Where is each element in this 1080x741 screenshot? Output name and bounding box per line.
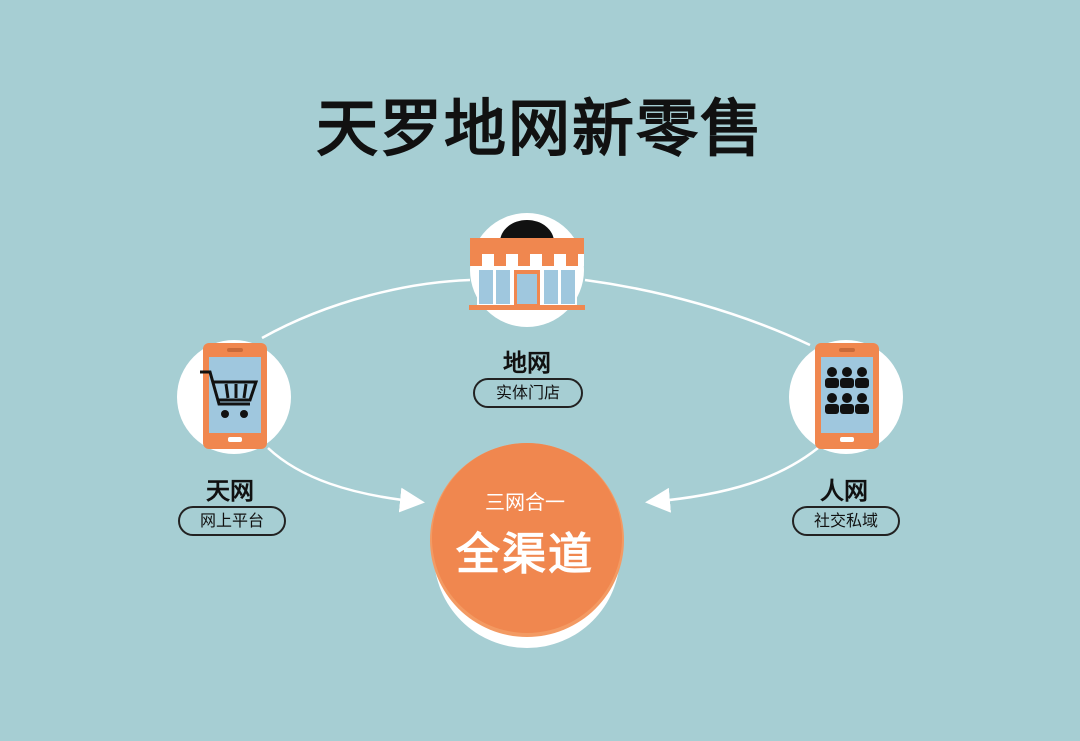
node-diwang-icon: [469, 213, 585, 327]
node-right-tag: 社交私域: [792, 506, 900, 536]
people-icon: [825, 367, 869, 414]
node-renwang-icon: [789, 340, 903, 454]
node-left-title: 天网: [206, 477, 254, 505]
center-subtitle: 三网合一: [485, 490, 565, 514]
node-top-tag: 实体门店: [473, 378, 583, 408]
shopping-cart-icon: [200, 370, 259, 406]
node-right-title: 人网: [820, 477, 868, 505]
connector-left-top: [261, 278, 471, 340]
awning-stripes: [470, 254, 584, 266]
page-title: 天罗地网新零售: [315, 92, 764, 165]
center-circle: [430, 443, 624, 648]
node-tianwang-icon: [177, 340, 291, 454]
arrow-right-to-center: [645, 447, 819, 513]
center-label: 全渠道: [456, 529, 594, 580]
node-top-title: 地网: [503, 349, 551, 377]
connector-top-right: [584, 278, 811, 347]
arrow-left-to-center: [267, 447, 425, 513]
node-left-tag: 网上平台: [178, 506, 286, 536]
